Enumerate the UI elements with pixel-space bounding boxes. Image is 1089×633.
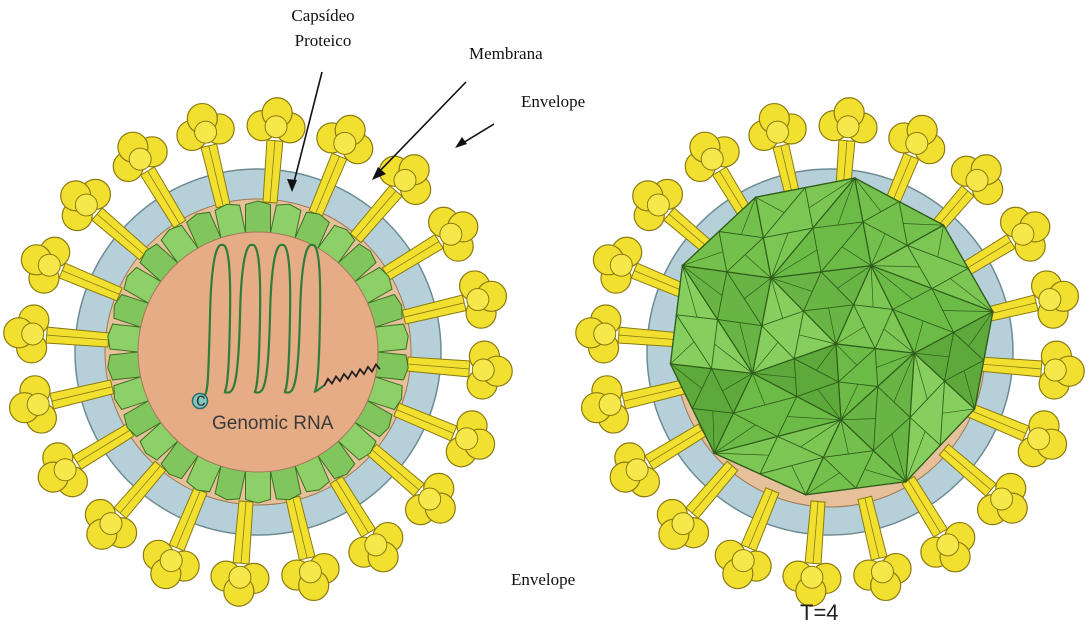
- virion-exterior-icon: [576, 98, 1084, 606]
- spike-lobe-center: [906, 132, 928, 154]
- spike-lobe-center: [1039, 289, 1061, 311]
- spike-lobe-center: [1028, 428, 1050, 450]
- spike-head: [749, 104, 806, 151]
- spike-head: [576, 305, 621, 363]
- spike-lobe-center: [467, 289, 489, 311]
- spike-head: [1039, 341, 1084, 399]
- spike-lobe-center: [871, 561, 893, 583]
- spike-lobe-center: [419, 488, 441, 510]
- spike-lobe-center: [472, 359, 494, 381]
- spike-lobe-center: [966, 169, 988, 191]
- spike-lobe-center: [394, 169, 416, 191]
- spike-lobe-center: [75, 194, 97, 216]
- envelope-arrowhead: [455, 137, 467, 148]
- spike-lobe-center: [440, 223, 462, 245]
- capsid-label-line2: Proteico: [283, 31, 363, 51]
- spike-lobe-center: [195, 121, 217, 143]
- spike-head: [854, 554, 911, 601]
- spike-head: [1018, 411, 1066, 467]
- left-interior: [138, 232, 378, 472]
- spike-lobe-center: [229, 566, 251, 588]
- triangulation-label: T=4: [800, 600, 839, 626]
- spike-lobe-center: [837, 116, 859, 138]
- spike-head: [715, 540, 771, 588]
- spike-lobe-center: [991, 488, 1013, 510]
- spike-head: [21, 237, 69, 293]
- spike-lobe-center: [38, 254, 60, 276]
- spike-lobe-center: [732, 550, 754, 572]
- capsid-subunit: [375, 352, 408, 380]
- spike-head: [317, 115, 373, 163]
- spike-lobe-center: [610, 254, 632, 276]
- envelope-label-bottom: Envelope: [511, 570, 575, 590]
- spike-lobe-center: [160, 550, 182, 572]
- spike-lobe-center: [647, 194, 669, 216]
- spike-head: [446, 411, 494, 467]
- spike-head: [582, 376, 629, 433]
- spike-lobe-center: [626, 459, 648, 481]
- membrane-label: Membrana: [469, 44, 543, 64]
- spike-lobe-center: [1044, 359, 1066, 381]
- spike-head: [10, 376, 57, 433]
- capsid-protein-edge: [904, 267, 920, 268]
- capsid-protein-edge: [713, 411, 714, 425]
- capsid-subunit: [246, 471, 271, 503]
- spike-lobe-center: [54, 459, 76, 481]
- capsid-label-line1: Capsídeo: [283, 6, 363, 26]
- spike-head: [247, 98, 305, 143]
- spike-lobe-center: [672, 513, 694, 535]
- spike-head: [4, 305, 49, 363]
- spike-head: [467, 341, 512, 399]
- spike-lobe-center: [100, 513, 122, 535]
- spike-lobe-center: [701, 148, 723, 170]
- spike-lobe-center: [299, 561, 321, 583]
- capsid-subunit: [108, 352, 141, 380]
- spike-head: [593, 237, 641, 293]
- spike-head: [143, 540, 199, 588]
- spike-lobe-center: [599, 393, 621, 415]
- spike-head: [889, 115, 945, 163]
- capsid-subunit: [108, 324, 141, 352]
- genomic-rna-label: Genomic RNA: [212, 413, 334, 434]
- spike-head: [460, 271, 507, 328]
- spike-lobe-center: [801, 566, 823, 588]
- capsid-subunit: [246, 201, 271, 233]
- spike-lobe-center: [594, 323, 616, 345]
- spike-lobe-center: [937, 534, 959, 556]
- spike-lobe-center: [22, 323, 44, 345]
- rna-cap-label: c: [196, 390, 206, 411]
- spike-lobe-center: [27, 393, 49, 415]
- spike-lobe-center: [334, 132, 356, 154]
- capsid-subunit: [375, 324, 408, 352]
- virion-cross-section-icon: c Genomic RNA: [4, 98, 512, 606]
- spike-head: [177, 104, 234, 151]
- spike-head: [1032, 271, 1079, 328]
- spike-head: [282, 554, 339, 601]
- spike-lobe-center: [365, 534, 387, 556]
- spike-head: [211, 561, 269, 606]
- spike-head: [819, 98, 877, 143]
- spike-lobe-center: [767, 121, 789, 143]
- envelope-label-top: Envelope: [521, 92, 585, 112]
- spike-lobe-center: [265, 116, 287, 138]
- spike-lobe-center: [129, 148, 151, 170]
- spike-lobe-center: [1012, 223, 1034, 245]
- spike-lobe-center: [456, 428, 478, 450]
